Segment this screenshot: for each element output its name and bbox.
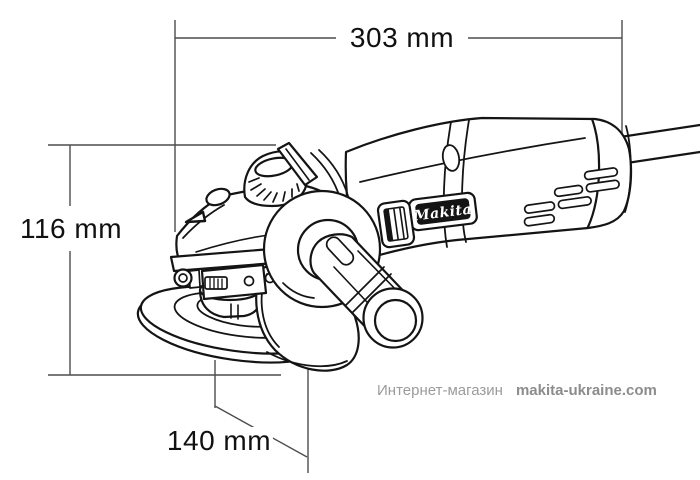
makita-badge: Makita [407,191,478,232]
dimension-label-length: 303 mm [347,22,457,53]
vent-slots [523,167,620,227]
grinder-illustration: Makita [136,116,700,372]
dimension-annotations [48,20,623,473]
spindle-neck [200,263,268,301]
watermark-site: makita-ukraine.com [515,382,657,399]
dimension-label-disc: 140 mm [164,425,274,456]
clamp-screw [173,268,201,289]
watermark: Интернет-магазин makita-ukraine.com [377,383,657,399]
grip-bump [441,144,461,172]
dim-disc-lines [214,360,309,473]
spindle-lock-button [205,187,231,207]
slide-switch [376,199,416,249]
watermark-prefix: Интернет-магазин [377,382,503,399]
dim-height-lines [48,144,281,376]
power-cable [618,123,700,165]
dimension-label-height: 116 mm [17,213,125,244]
side-handle [262,189,424,349]
direction-arrow-icon [184,210,207,224]
makita-logo-text: Makita [412,202,473,225]
grip-detail [325,236,355,266]
dim-length-lines [174,20,623,232]
lock-lever [276,141,319,187]
